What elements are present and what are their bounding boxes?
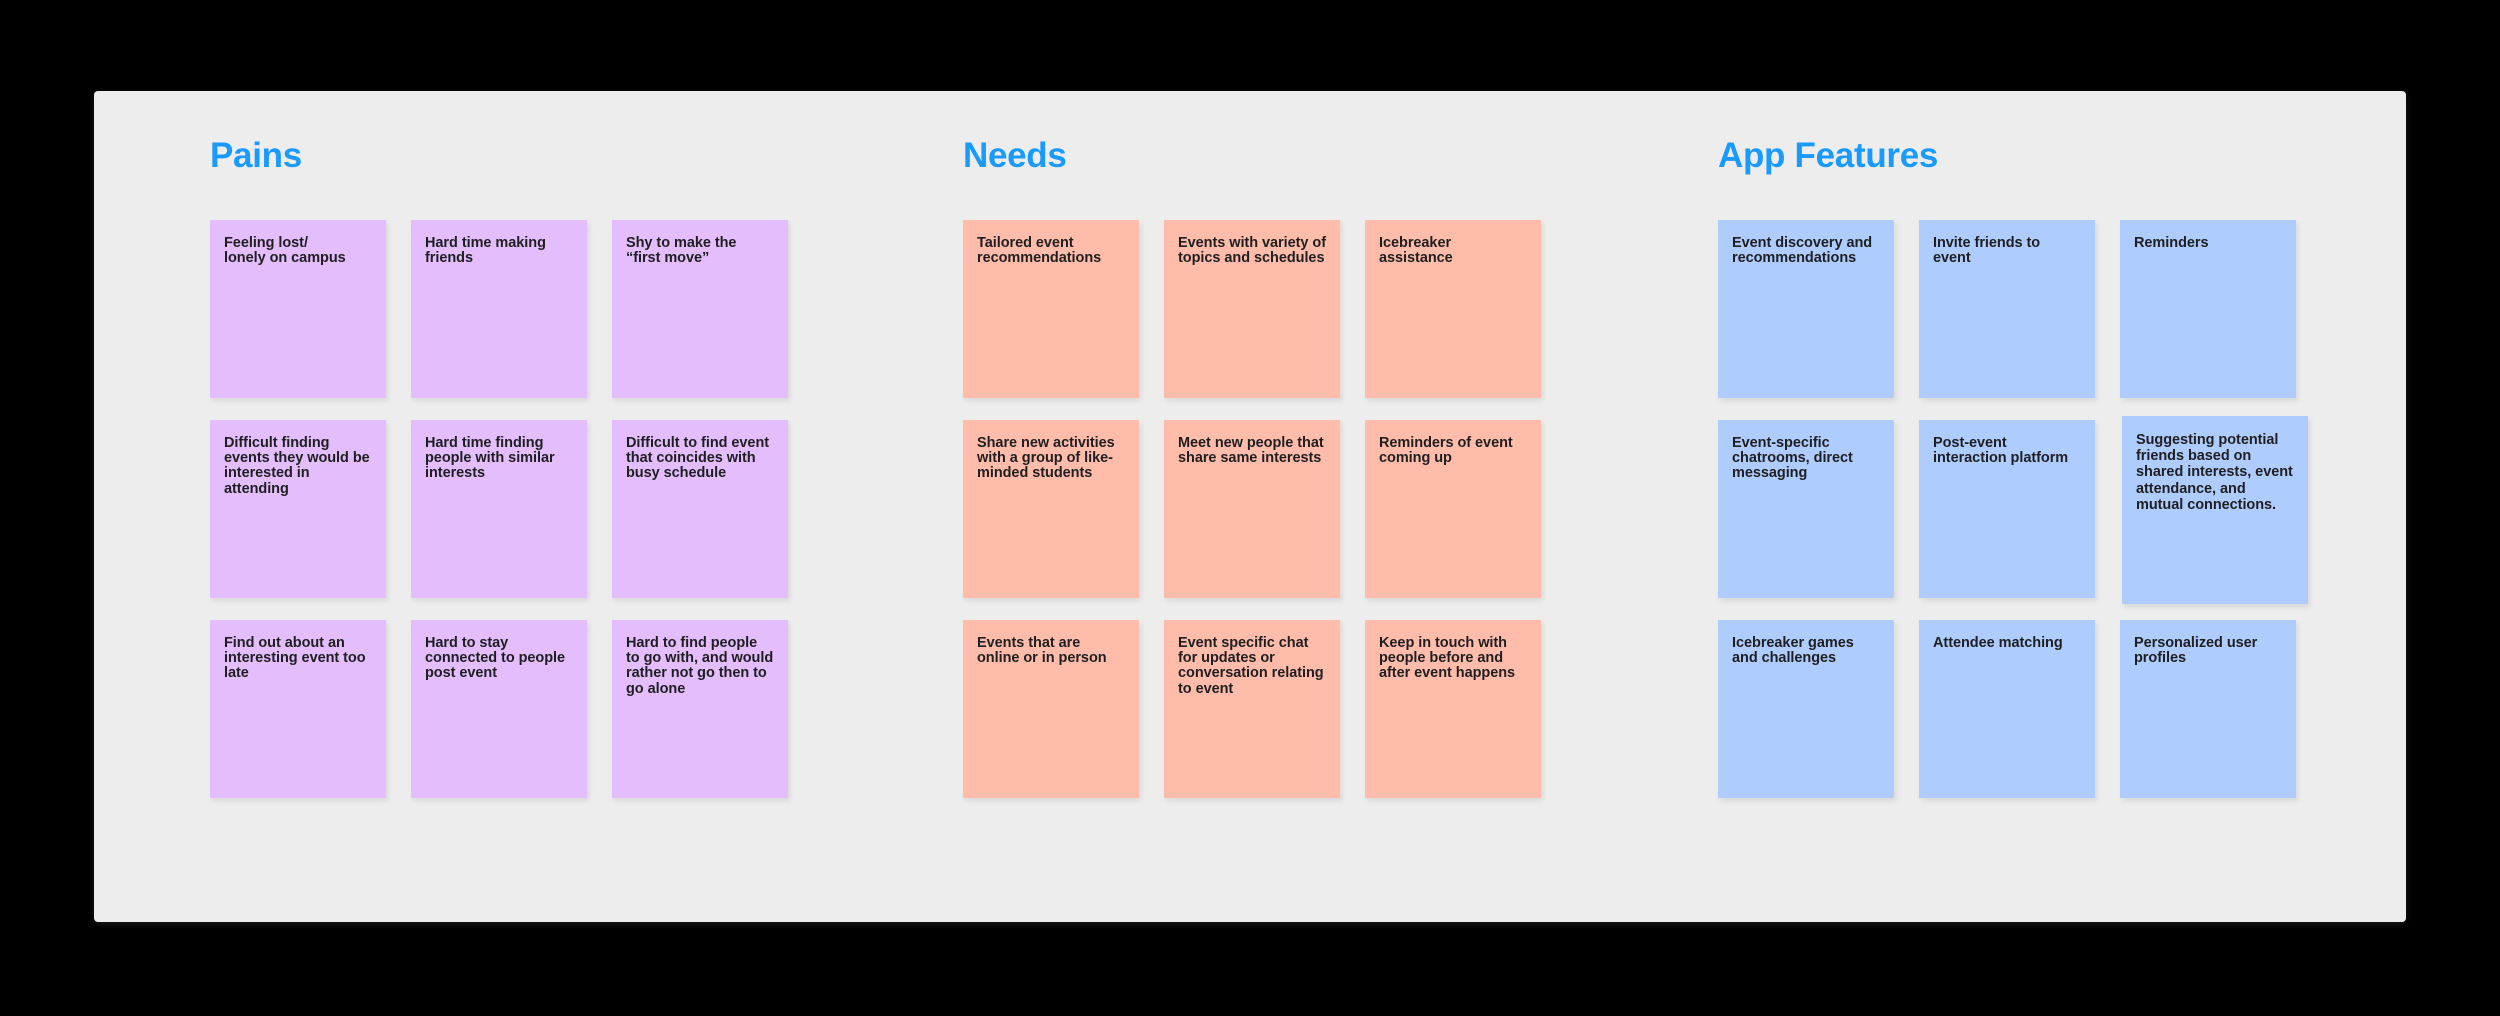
sticky-note-text: Personalized user profiles — [2134, 635, 2258, 667]
sticky-note[interactable]: Feeling lost/ lonely on campus — [210, 220, 386, 398]
column-app-features: App Features Event discovery and recomme… — [1718, 91, 2418, 922]
note-row: Tailored event recommendations Events wi… — [963, 220, 1563, 420]
sticky-note[interactable]: Event specific chat for updates or conve… — [1164, 620, 1340, 798]
sticky-note-text: Hard to stay connected to people post ev… — [425, 635, 566, 682]
sticky-note-text: Hard to find people to go with, and woul… — [626, 635, 774, 697]
sticky-note-text: Shy to make the “first move” — [626, 235, 737, 267]
sticky-note[interactable]: Events that are online or in person — [963, 620, 1139, 798]
sticky-note[interactable]: Reminders — [2120, 220, 2296, 398]
sticky-note[interactable]: Hard to find people to go with, and woul… — [612, 620, 788, 798]
sticky-note[interactable]: Share new activities with a group of lik… — [963, 420, 1139, 598]
sticky-note[interactable]: Icebreaker games and challenges — [1718, 620, 1894, 798]
sticky-note[interactable]: Tailored event recommendations — [963, 220, 1139, 398]
column-needs: Needs Tailored event recommendations Eve… — [963, 91, 1663, 922]
sticky-note[interactable]: Meet new people that share same interest… — [1164, 420, 1340, 598]
sticky-note-text: Reminders — [2134, 235, 2209, 251]
sticky-note[interactable]: Hard time making friends — [411, 220, 587, 398]
column-pains: Pains Feeling lost/ lonely on campus Har… — [210, 91, 910, 922]
note-row: Feeling lost/ lonely on campus Hard time… — [210, 220, 810, 420]
sticky-note-text: Events that are online or in person — [977, 635, 1107, 667]
sticky-note-text: Find out about an interesting event too … — [224, 635, 366, 682]
sticky-note-text: Event discovery and recommendations — [1732, 235, 1873, 267]
note-row: Events that are online or in person Even… — [963, 620, 1563, 820]
sticky-note[interactable]: Hard to stay connected to people post ev… — [411, 620, 587, 798]
sticky-note-text: Suggesting potential friends based on sh… — [2136, 432, 2293, 513]
sticky-note-text: Feeling lost/ lonely on campus — [224, 235, 346, 267]
sticky-note[interactable]: Keep in touch with people before and aft… — [1365, 620, 1541, 798]
sticky-note-text: Difficult to find event that coincides w… — [626, 435, 770, 482]
sticky-note-text: Icebreaker games and challenges — [1732, 635, 1854, 667]
sticky-note[interactable]: Reminders of event coming up — [1365, 420, 1541, 598]
note-row: Difficult finding events they would be i… — [210, 420, 810, 620]
sticky-note[interactable]: Shy to make the “first move” — [612, 220, 788, 398]
sticky-note-text: Hard time finding people with similar in… — [425, 435, 555, 482]
sticky-note[interactable]: Find out about an interesting event too … — [210, 620, 386, 798]
sticky-note[interactable]: Events with variety of topics and schedu… — [1164, 220, 1340, 398]
sticky-note[interactable]: Suggesting potential friends based on sh… — [2122, 416, 2308, 604]
sticky-note-text: Reminders of event coming up — [1379, 435, 1513, 467]
sticky-note-text: Event-specific chatrooms, direct messagi… — [1732, 435, 1853, 482]
column-title-needs: Needs — [963, 136, 1067, 175]
note-row: Find out about an interesting event too … — [210, 620, 810, 820]
note-row: Event-specific chatrooms, direct messagi… — [1718, 416, 2318, 620]
sticky-note-text: Tailored event recommendations — [977, 235, 1102, 267]
sticky-note-text: Difficult finding events they would be i… — [224, 435, 370, 497]
sticky-note[interactable]: Invite friends to event — [1919, 220, 2095, 398]
sticky-note-text: Hard time making friends — [425, 235, 546, 267]
column-title-app-features: App Features — [1718, 136, 1939, 175]
sticky-note-text: Event specific chat for updates or conve… — [1178, 635, 1324, 697]
note-grid-needs: Tailored event recommendations Events wi… — [963, 220, 1563, 820]
sticky-note[interactable]: Event discovery and recommendations — [1718, 220, 1894, 398]
sticky-note[interactable]: Icebreaker assistance — [1365, 220, 1541, 398]
sticky-note-text: Post-event interaction platform — [1933, 435, 2069, 467]
sticky-note[interactable]: Hard time finding people with similar in… — [411, 420, 587, 598]
sticky-note-text: Icebreaker assistance — [1379, 235, 1453, 267]
sticky-note[interactable]: Difficult finding events they would be i… — [210, 420, 386, 598]
sticky-note-text: Invite friends to event — [1933, 235, 2041, 267]
whiteboard-canvas[interactable]: Pains Feeling lost/ lonely on campus Har… — [94, 91, 2406, 922]
sticky-note-text: Keep in touch with people before and aft… — [1379, 635, 1516, 682]
sticky-note[interactable]: Difficult to find event that coincides w… — [612, 420, 788, 598]
sticky-note[interactable]: Event-specific chatrooms, direct messagi… — [1718, 420, 1894, 598]
column-title-pains: Pains — [210, 136, 302, 175]
sticky-note[interactable]: Post-event interaction platform — [1919, 420, 2095, 598]
note-row: Event discovery and recommendations Invi… — [1718, 220, 2318, 420]
sticky-note[interactable]: Personalized user profiles — [2120, 620, 2296, 798]
sticky-note-text: Attendee matching — [1933, 635, 2063, 651]
sticky-note-text: Events with variety of topics and schedu… — [1178, 235, 1326, 267]
sticky-note[interactable]: Attendee matching — [1919, 620, 2095, 798]
note-row: Icebreaker games and challenges Attendee… — [1718, 620, 2318, 820]
sticky-note-text: Meet new people that share same interest… — [1178, 435, 1324, 467]
note-grid-pains: Feeling lost/ lonely on campus Hard time… — [210, 220, 810, 820]
note-row: Share new activities with a group of lik… — [963, 420, 1563, 620]
note-grid-app-features: Event discovery and recommendations Invi… — [1718, 220, 2318, 820]
sticky-note-text: Share new activities with a group of lik… — [977, 435, 1115, 482]
